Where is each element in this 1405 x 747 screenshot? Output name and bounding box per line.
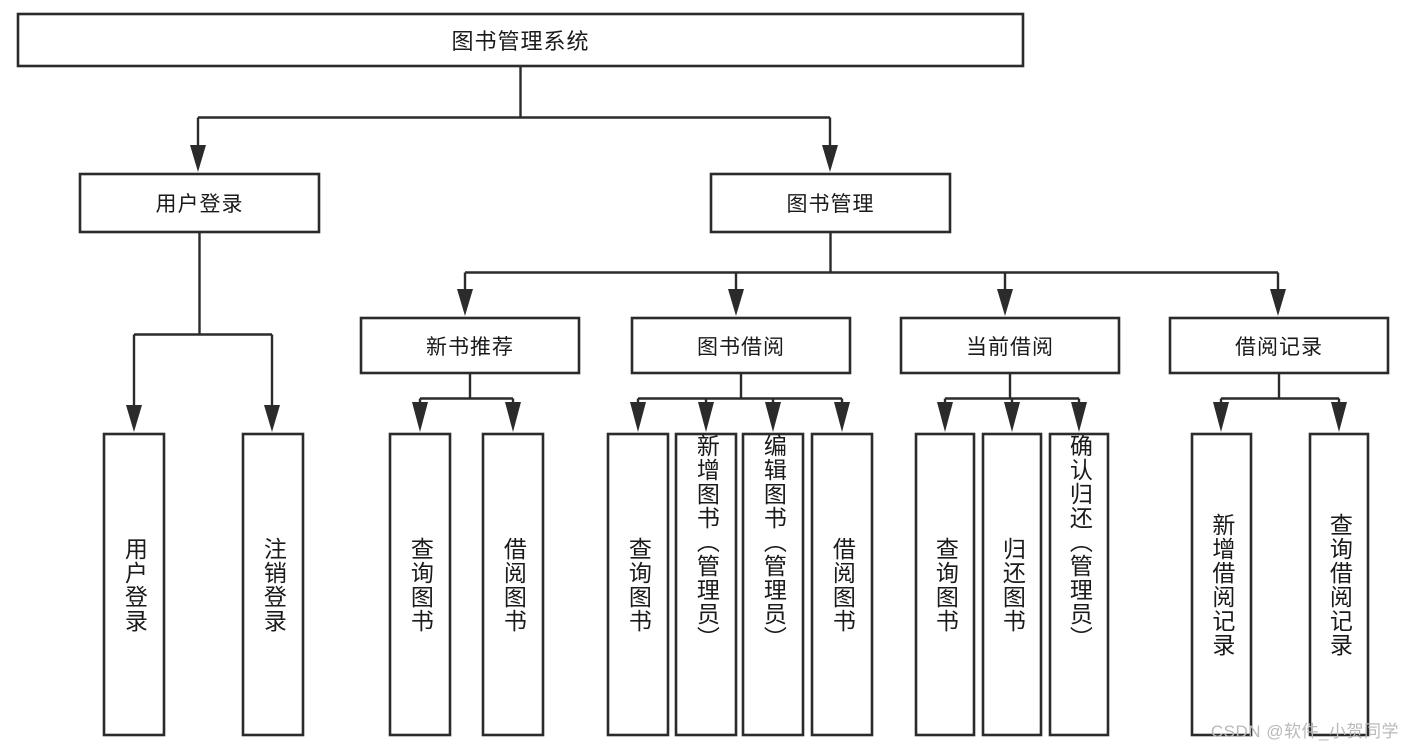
leaf-borrow-book-rec[interactable] [481,432,545,737]
arrow-head-leaf-confirm-return [1071,402,1087,432]
node-root-book-mgmt-system[interactable] [16,12,1025,68]
leaf-query-borrow-record[interactable] [1308,432,1370,737]
node-user-login[interactable] [78,172,321,234]
arrow-head-leaf-query-book-2 [630,402,646,432]
arrow-head-leaf-query-book-1 [412,402,428,432]
leaf-logout-login[interactable] [241,432,305,737]
leaf-user-login[interactable] [102,432,166,737]
arrow-head-borrow-record [1270,289,1286,316]
leaf-borrow-book[interactable] [810,432,874,737]
arrow-head-current-borrow [997,289,1013,316]
leaf-confirm-return-admin[interactable] [1048,432,1110,737]
arrow-head-book-borrow [728,289,744,316]
arrow-head-leaf-borrow-book-2 [834,402,850,432]
connector-group-user-login [126,232,280,432]
arrow-head-leaf-query-book-3 [937,402,953,432]
leaf-query-book-current[interactable] [914,432,976,737]
arrow-head-leaf-borrow-book-1 [505,402,521,432]
node-current-borrow[interactable] [899,316,1121,375]
connector-group-book-mgmt [457,232,1286,316]
connector-group-current-borrow [937,373,1087,432]
leaf-query-book-rec[interactable] [388,432,452,737]
connector-group-borrow-record [1213,373,1347,432]
node-book-management[interactable] [709,172,952,234]
arrow-head-leaf-logout [264,405,280,432]
arrow-head-leaf-user-login [126,405,142,432]
node-borrow-record[interactable] [1168,316,1390,375]
arrow-head-leaf-return-book [1004,402,1020,432]
leaf-edit-book-admin[interactable] [741,432,805,737]
arrow-head-book-mgmt [822,145,838,172]
arrow-head-leaf-edit-book [765,402,781,432]
watermark-text: CSDN @软件_小贺同学 [1210,722,1399,741]
leaf-add-book-admin[interactable] [674,432,738,737]
arrow-head-user-login [190,145,206,172]
leaf-query-book-borrow[interactable] [606,432,670,737]
leaf-add-borrow-record[interactable] [1190,432,1253,737]
connector-group-root [190,66,838,172]
node-book-borrow[interactable] [630,316,852,375]
arrow-head-leaf-add-book [698,402,714,432]
arrow-head-leaf-query-record [1331,402,1347,432]
arrow-head-leaf-add-record [1213,402,1229,432]
leaf-return-book[interactable] [981,432,1043,737]
node-new-book-recommend[interactable] [359,316,581,375]
connector-group-book-borrow [630,373,850,432]
arrow-head-new-book-rec [457,289,473,316]
connector-group-new-book-rec [412,373,521,432]
